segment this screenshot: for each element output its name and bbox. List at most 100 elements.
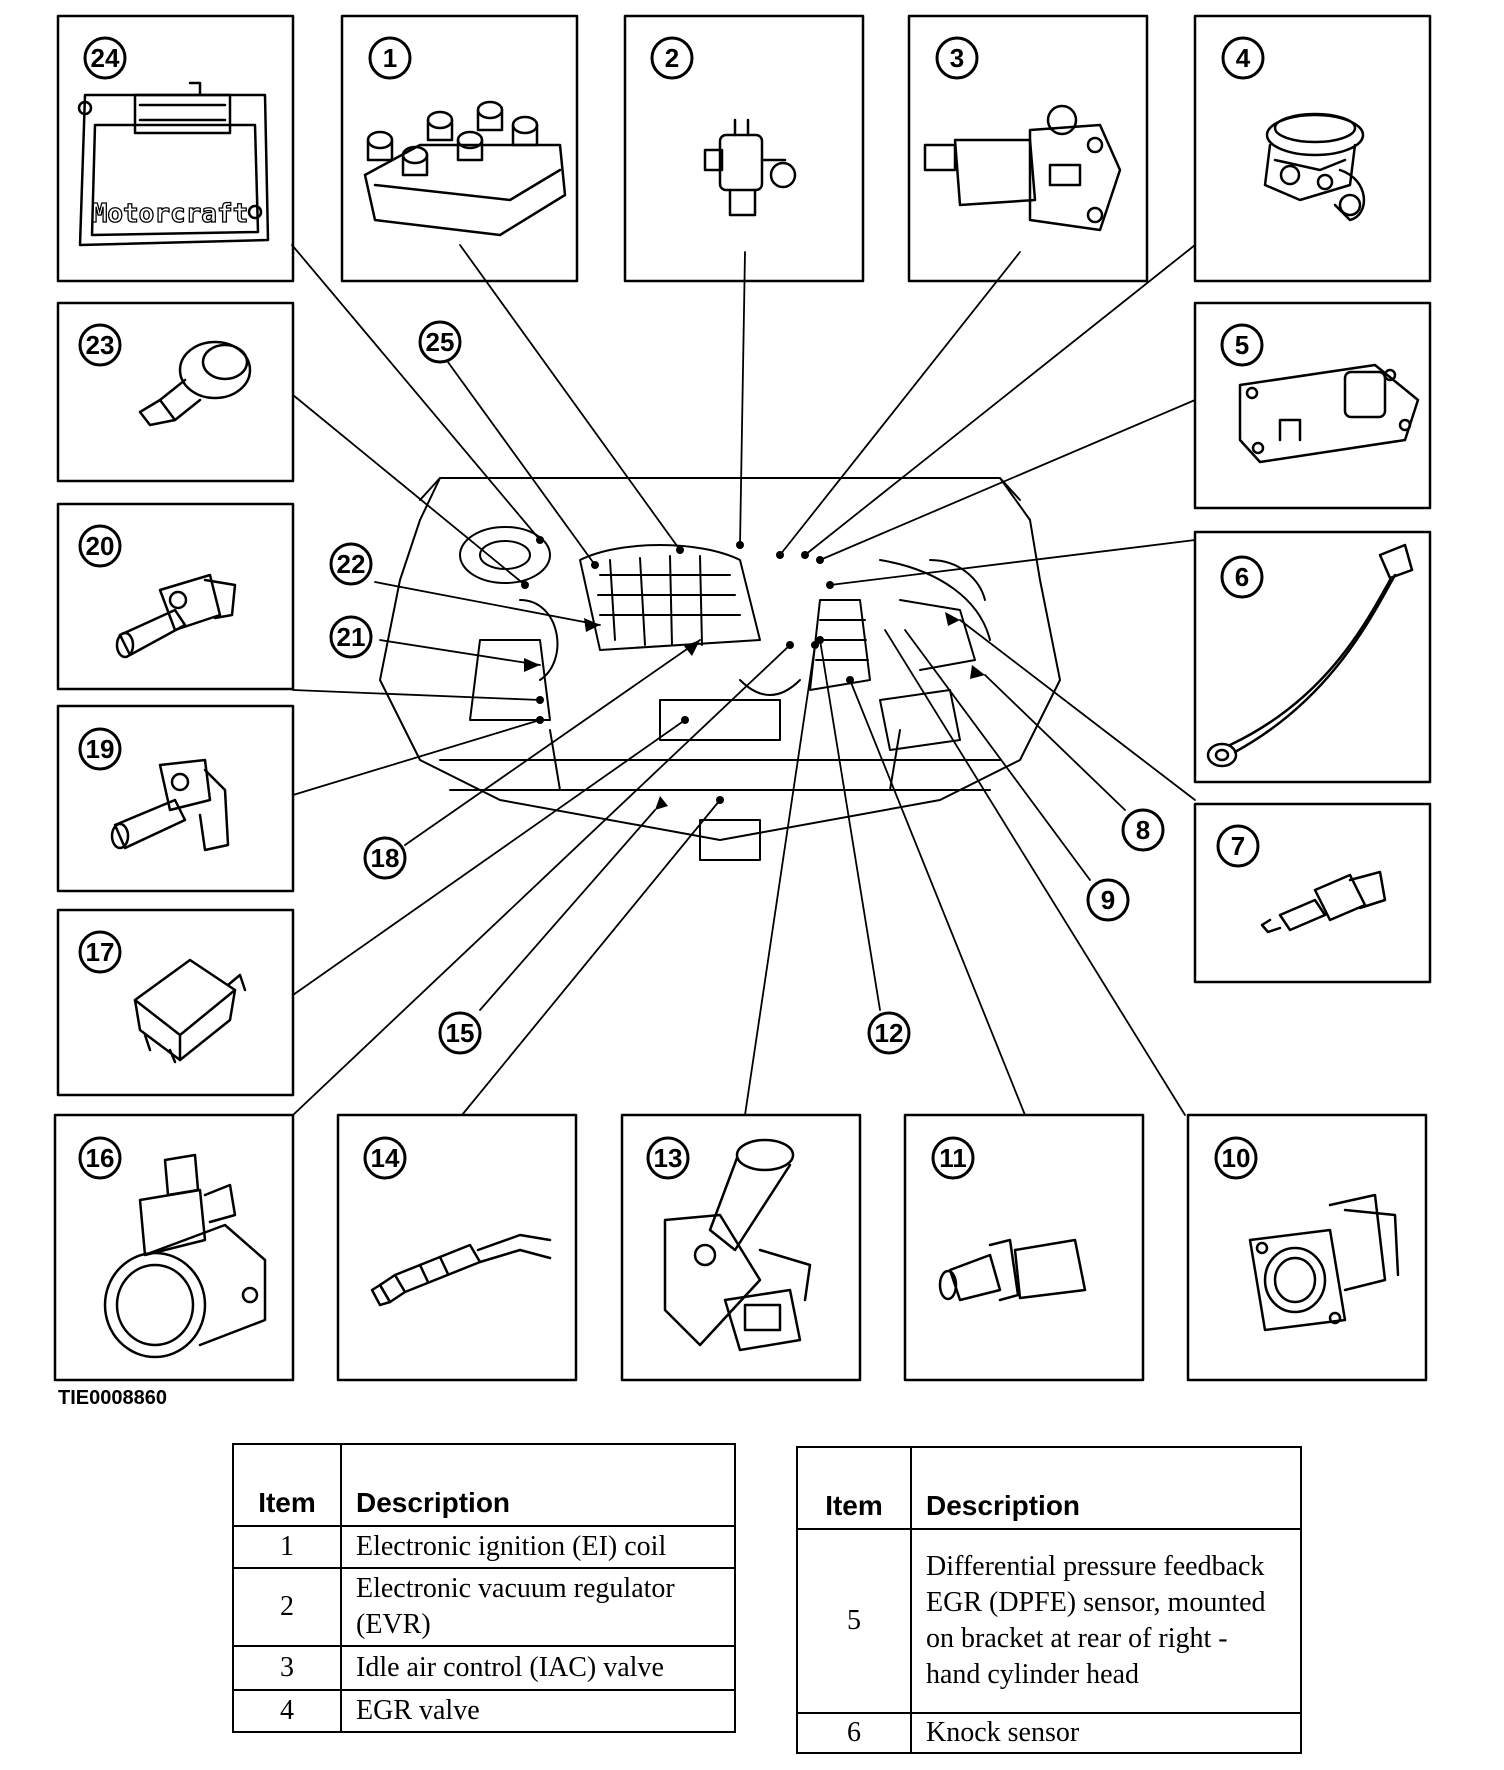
callout-18: 18 <box>363 836 407 880</box>
callout-25: 25 <box>418 320 462 364</box>
callout-15: 15 <box>438 1011 482 1055</box>
table-cell-item: 4 <box>232 1689 342 1733</box>
callout-label: 19 <box>86 734 115 764</box>
temp-sensor-drawing <box>938 1238 1087 1302</box>
dpfe-sensor-drawing <box>1238 363 1420 464</box>
callout-label: 13 <box>654 1143 683 1173</box>
callout-10: 10 <box>1214 1136 1258 1180</box>
callout-label: 14 <box>371 1143 400 1173</box>
component-box-24 <box>56 14 295 283</box>
knock-sensor-drawing <box>1206 543 1414 768</box>
callout-4: 4 <box>1221 36 1265 80</box>
callout-14: 14 <box>363 1136 407 1180</box>
column-header-item: Item <box>232 1443 342 1527</box>
table-cell-item: 2 <box>232 1567 342 1647</box>
callout-label: 18 <box>371 843 400 873</box>
table-cell-description: Differential pressure feedback EGR (DPFE… <box>910 1528 1302 1714</box>
component-box-14 <box>336 1113 578 1382</box>
callout-label: 4 <box>1236 43 1251 73</box>
legend-table-right: Item Description 5 Differential pressure… <box>796 1446 1302 1754</box>
table-cell-description: Electronic vacuum regulator (EVR) <box>340 1567 736 1647</box>
table-cell-item: 1 <box>232 1525 342 1569</box>
leader-dots <box>521 536 985 810</box>
tp-sensor-drawing <box>1248 1193 1400 1332</box>
component-box-13 <box>620 1113 862 1382</box>
component-box-17 <box>56 908 295 1097</box>
component-box-16 <box>53 1113 295 1382</box>
control-module-drawing <box>133 958 247 1064</box>
callout-8: 8 <box>1121 808 1165 852</box>
callout-11: 11 <box>931 1136 975 1180</box>
callout-17: 17 <box>78 930 122 974</box>
callout-label: 7 <box>1231 831 1245 861</box>
table-cell-description: EGR valve <box>340 1689 736 1733</box>
callout-label: 16 <box>86 1143 115 1173</box>
pressure-switch-drawing <box>138 340 252 427</box>
component-box-3 <box>907 14 1149 283</box>
callout-label: 3 <box>950 43 964 73</box>
component-box-20 <box>56 502 295 691</box>
figure-code: TIE0008860 <box>58 1387 167 1409</box>
thermostat-housing-drawing <box>663 1138 812 1352</box>
callout-label: 1 <box>383 43 397 73</box>
callout-19: 19 <box>78 727 122 771</box>
component-box-5 <box>1193 301 1432 510</box>
callout-5: 5 <box>1220 323 1264 367</box>
callout-12: 12 <box>867 1011 911 1055</box>
component-box-7 <box>1193 802 1432 984</box>
callout-label: 9 <box>1101 885 1115 915</box>
pcm-module-drawing <box>77 81 270 247</box>
component-box-19 <box>56 704 295 893</box>
callout-24: 24 <box>83 36 127 80</box>
callout-label: 6 <box>1235 562 1249 592</box>
callout-1: 1 <box>368 36 412 80</box>
column-header-description: Description <box>910 1446 1302 1530</box>
table-cell-item: 6 <box>796 1712 912 1754</box>
callout-6: 6 <box>1220 555 1264 599</box>
component-box-11 <box>903 1113 1145 1382</box>
callout-label: 5 <box>1235 330 1249 360</box>
callout-label: 12 <box>875 1018 904 1048</box>
leader-lines <box>291 244 1196 1116</box>
egr-valve-drawing <box>1263 112 1366 222</box>
callout-label: 2 <box>665 43 679 73</box>
callout-2: 2 <box>650 36 694 80</box>
component-box-6 <box>1193 530 1432 784</box>
engine-bay-illustration <box>379 477 1061 861</box>
component-box-4 <box>1193 14 1432 283</box>
callout-3: 3 <box>935 36 979 80</box>
callout-label: 10 <box>1222 1143 1251 1173</box>
callout-label: 24 <box>91 43 120 73</box>
callout-7: 7 <box>1216 824 1260 868</box>
callout-label: 21 <box>337 622 366 652</box>
callout-label: 15 <box>446 1018 475 1048</box>
table-cell-description: Knock sensor <box>910 1712 1302 1754</box>
ignition-coil-drawing <box>363 100 567 237</box>
column-header-item: Item <box>796 1446 912 1530</box>
callout-13: 13 <box>646 1136 690 1180</box>
oxygen-sensor-drawing <box>370 1233 552 1307</box>
component-box-1 <box>340 14 579 283</box>
engine-component-location-diagram: 1234567891011121314151617181920212223242… <box>53 14 1432 1382</box>
callout-label: 17 <box>86 937 115 967</box>
component-box-23 <box>56 301 295 483</box>
evr-drawing <box>703 118 797 217</box>
callout-label: 11 <box>939 1143 967 1173</box>
iat-sensor-drawing <box>1260 870 1387 934</box>
table-cell-item: 5 <box>796 1528 912 1714</box>
callout-22: 22 <box>329 542 373 586</box>
callout-label: 23 <box>86 330 115 360</box>
iac-valve-drawing <box>923 104 1122 232</box>
table-cell-item: 3 <box>232 1645 342 1691</box>
crank-sensor-drawing <box>115 573 237 659</box>
callout-label: 22 <box>337 549 366 579</box>
legend-table-left: Item Description 1 Electronic ignition (… <box>232 1443 736 1733</box>
callout-label: 8 <box>1136 815 1150 845</box>
callout-21: 21 <box>329 615 373 659</box>
cam-sensor-drawing <box>110 758 230 852</box>
component-box-2 <box>623 14 865 283</box>
throttle-body-drawing <box>103 1153 267 1359</box>
callout-label: 20 <box>86 531 115 561</box>
component-box-10 <box>1186 1113 1428 1382</box>
